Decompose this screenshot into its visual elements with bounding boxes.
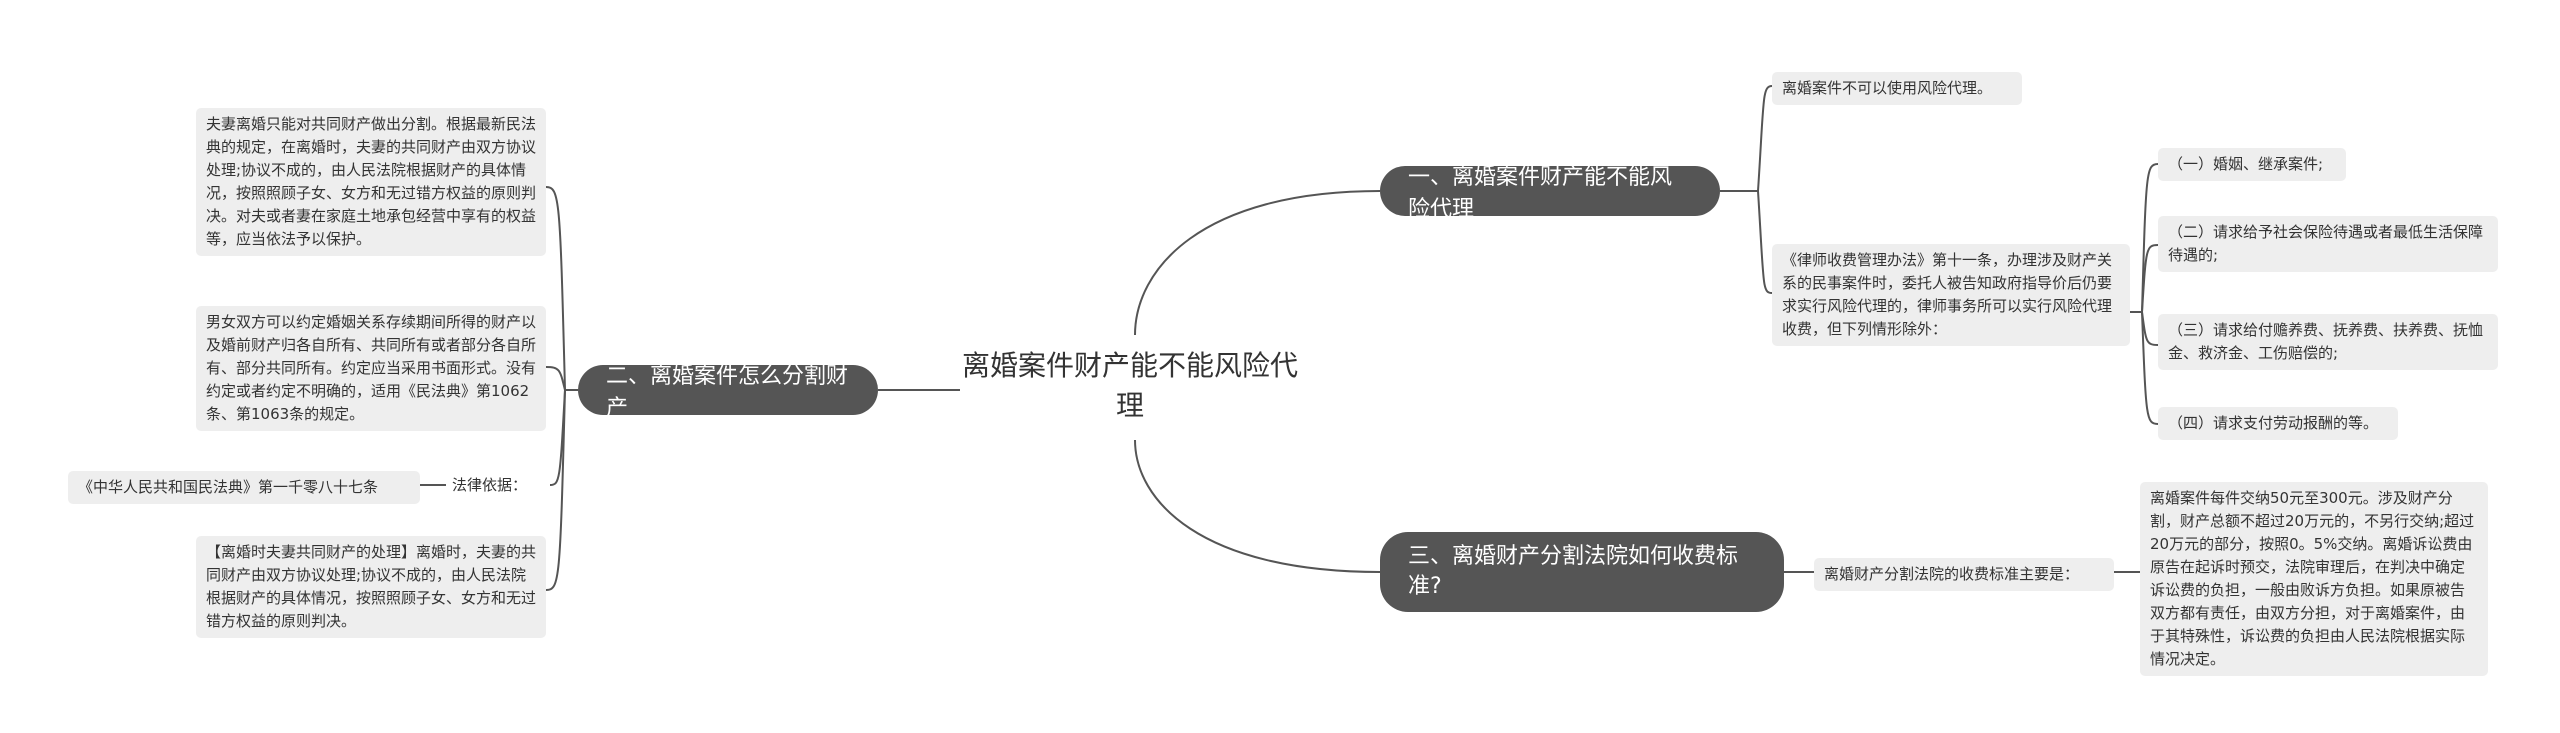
leaf-exception-1[interactable]: （一）婚姻、继承案件; (2158, 148, 2346, 181)
leaf-property-agreement[interactable]: 男女双方可以约定婚姻关系存续期间所得的财产以及婚前财产归各自所有、共同所有或者部… (196, 306, 546, 431)
leaf-divorce-property-handling[interactable]: 【离婚时夫妻共同财产的处理】离婚时，夫妻的共同财产由双方协议处理;协议不成的，由… (196, 536, 546, 638)
edge-b1-l1 (1757, 85, 1773, 192)
leaf-exception-4[interactable]: （四）请求支付劳动报酬的等。 (2158, 407, 2398, 440)
leaf-fee-standard-detail[interactable]: 离婚案件每件交纳50元至300元。涉及财产分割，财产总额不超过20万元的，不另行… (2140, 482, 2488, 676)
edge-l2-l6 (2141, 311, 2159, 425)
edge-center-b3 (1134, 439, 1381, 573)
leaf-fee-standard-intro[interactable]: 离婚财产分割法院的收费标准主要是： (1814, 558, 2114, 591)
branch-risk-agency[interactable]: 一、离婚案件财产能不能风险代理 (1380, 165, 1720, 222)
central-topic[interactable]: 离婚案件财产能不能风险代理 (961, 349, 1298, 422)
leaf-common-property[interactable]: 夫妻离婚只能对共同财产做出分割。根据最新民法典的规定，在离婚时，夫妻的共同财产由… (196, 108, 546, 256)
leaf-exception-3[interactable]: （三）请求给付赡养费、抚养费、扶养费、抚恤金、救济金、工伤赔偿的; (2158, 314, 2498, 370)
edge-b2-l10 (545, 366, 566, 391)
leaf-legal-basis[interactable]: 法律依据： (452, 476, 528, 494)
edge-b2-l9 (545, 186, 566, 391)
edge-l2-l5 (2141, 311, 2159, 346)
leaf-civil-code-article[interactable]: 《中华人民共和国民法典》第一千零八十七条 (68, 471, 420, 504)
branch-property-division[interactable]: 二、离婚案件怎么分割财产 (578, 364, 878, 421)
branch-court-fees[interactable]: 三、离婚财产分割法院如何收费标准? (1380, 532, 1784, 612)
leaf-no-risk-agency[interactable]: 离婚案件不可以使用风险代理。 (1772, 72, 2022, 105)
leaf-exception-2[interactable]: （二）请求给予社会保险待遇或者最低生活保障待遇的; (2158, 216, 2498, 272)
edge-b1-l2 (1757, 190, 1773, 294)
edge-center-b1 (1134, 190, 1381, 336)
edge-b2-l13 (545, 389, 566, 591)
edge-l2-l3 (2141, 163, 2159, 313)
leaf-lawyer-fee-rules[interactable]: 《律师收费管理办法》第十一条，办理涉及财产关系的民事案件时，委托人被告知政府指导… (1772, 244, 2130, 346)
edge-l2-l4 (2141, 244, 2159, 313)
